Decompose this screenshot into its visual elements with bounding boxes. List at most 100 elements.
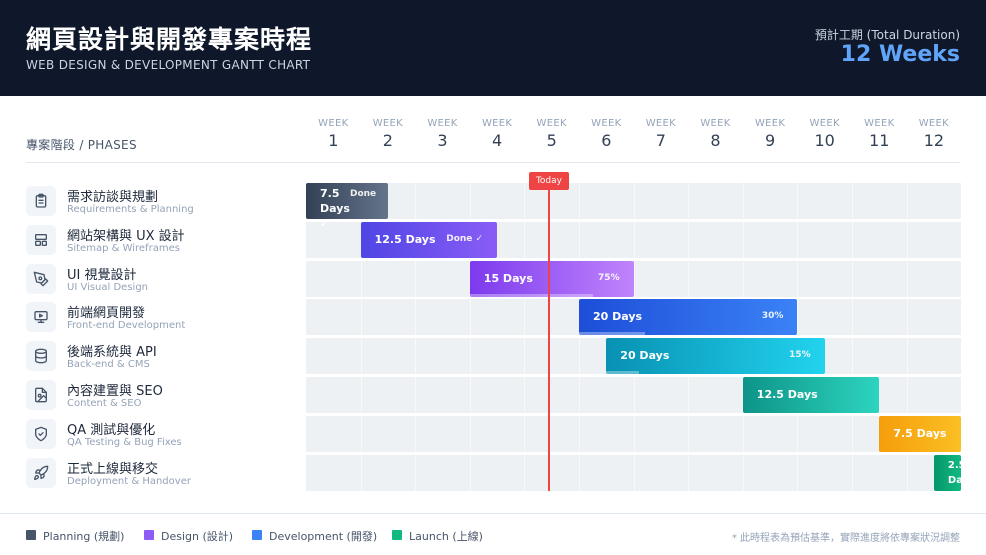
- timeline-track: [306, 454, 961, 491]
- week-separator: [742, 183, 744, 491]
- clipboard-icon: [35, 193, 47, 208]
- phase-name-en: QA Testing & Bug Fixes: [67, 436, 182, 448]
- week-tick-number: 2: [382, 131, 393, 150]
- bar-duration-label: 7.5 Days: [893, 426, 947, 440]
- week-separator: [852, 183, 853, 491]
- gantt-bar[interactable]: 20 Days 15%: [606, 338, 825, 375]
- bar-duration-label: 15 Days: [483, 271, 533, 285]
- phase-icon-box: [26, 263, 56, 294]
- week-tick-label: WEEK: [372, 118, 404, 129]
- gantt-bar[interactable]: 7.5 Days ✓Done: [306, 183, 388, 230]
- phase-icon-box: [26, 380, 56, 410]
- week-tick-label: WEEK: [864, 118, 895, 129]
- phase-icon-box: [26, 341, 56, 372]
- phase-name: 後端系統與 API: [67, 345, 157, 361]
- bar-duration-label: 20 Days: [620, 349, 670, 363]
- monitor-icon: [34, 311, 48, 324]
- bar-progress-fill: [579, 332, 645, 336]
- header-divider: [26, 162, 960, 163]
- week-separator: [524, 183, 526, 491]
- legend-swatch: [392, 530, 402, 540]
- bar-progress-fill: [606, 371, 640, 375]
- week-separator: [469, 183, 471, 491]
- bar-status-label: Done ✓: [446, 233, 484, 244]
- legend-swatch: [26, 530, 36, 540]
- timeline-track: [306, 415, 961, 452]
- database-icon: [35, 348, 47, 364]
- gantt-bar[interactable]: 12.5 Days Done ✓: [360, 221, 498, 258]
- week-tick-label: WEEK: [318, 118, 349, 129]
- phase-name-en: Deployment & Handover: [67, 475, 191, 487]
- week-separator: [579, 183, 580, 491]
- phase-name: 內容建置與 SEO: [67, 384, 163, 399]
- phase-name: 前端網頁開發: [67, 306, 146, 322]
- gantt-bar[interactable]: 2.5 Days: [933, 454, 975, 491]
- file-image-icon: [35, 387, 47, 403]
- bar-status-label: 15%: [789, 350, 811, 361]
- phase-name-en: Back-end & CMS: [67, 359, 150, 371]
- week-tick-4: WEEK 4: [470, 118, 524, 150]
- rocket-icon: [34, 465, 49, 480]
- week-tick-number: 10: [814, 131, 835, 150]
- phase-name: 網站架構與 UX 設計: [67, 228, 185, 244]
- gantt-bar[interactable]: 7.5 Days: [879, 415, 962, 452]
- week-tick-label: WEEK: [918, 118, 950, 129]
- phase-name-en: UI Visual Design: [67, 281, 149, 293]
- week-separator: [688, 183, 690, 491]
- week-separator: [415, 183, 417, 491]
- week-tick-label: WEEK: [481, 118, 513, 129]
- week-separator: [360, 183, 362, 491]
- timeline-track: [306, 183, 961, 219]
- legend-label: Launch (上線): [409, 530, 483, 543]
- week-tick-number: 9: [765, 131, 776, 150]
- week-tick-8: WEEK 8: [689, 118, 743, 150]
- bar-status-label: Done: [350, 189, 377, 199]
- week-tick-label: WEEK: [700, 118, 731, 129]
- page-subtitle: WEB DESIGN & DEVELOPMENT GANTT CHART: [26, 58, 311, 72]
- today-marker-label: Today: [528, 172, 569, 190]
- bar-progress-fill: [469, 293, 593, 297]
- week-tick-label: WEEK: [754, 118, 786, 129]
- week-tick-number: 12: [923, 131, 945, 150]
- phases-column-header: 專案階段 / PHASES: [26, 138, 137, 152]
- duration-label: 預計工期 (Total Duration): [814, 28, 960, 42]
- phase-icon-box: [26, 302, 56, 333]
- week-tick-number: 6: [601, 131, 612, 150]
- legend-swatch: [144, 530, 154, 540]
- phase-name-en: Requirements & Planning: [67, 204, 194, 215]
- footer-divider: [0, 513, 986, 514]
- bar-duration-label: 12.5 Days: [374, 232, 436, 246]
- week-tick-2: WEEK 2: [361, 118, 415, 150]
- week-tick-number: 8: [710, 131, 721, 150]
- phase-name: 正式上線與移交: [67, 461, 159, 477]
- legend-swatch: [252, 530, 262, 540]
- bar-duration-label: 2.5 Days: [947, 459, 976, 486]
- week-tick-number: 4: [492, 131, 503, 150]
- phase-name: 需求訪談與規劃: [67, 190, 159, 205]
- pen-tool-icon: [33, 271, 49, 286]
- legend-label: Development (開發): [269, 530, 378, 543]
- phase-name-en: Content & SEO: [67, 398, 142, 409]
- legend-label: Planning (規劃): [43, 530, 125, 543]
- week-separator: [797, 183, 799, 491]
- week-tick-number: 5: [546, 131, 557, 150]
- gantt-bar[interactable]: 12.5 Days: [742, 377, 880, 413]
- layout-icon: [35, 233, 47, 246]
- week-tick-number: 3: [437, 131, 448, 150]
- bar-duration-label: 12.5 Days: [756, 388, 818, 401]
- phase-name: UI 視覺設計: [67, 267, 137, 283]
